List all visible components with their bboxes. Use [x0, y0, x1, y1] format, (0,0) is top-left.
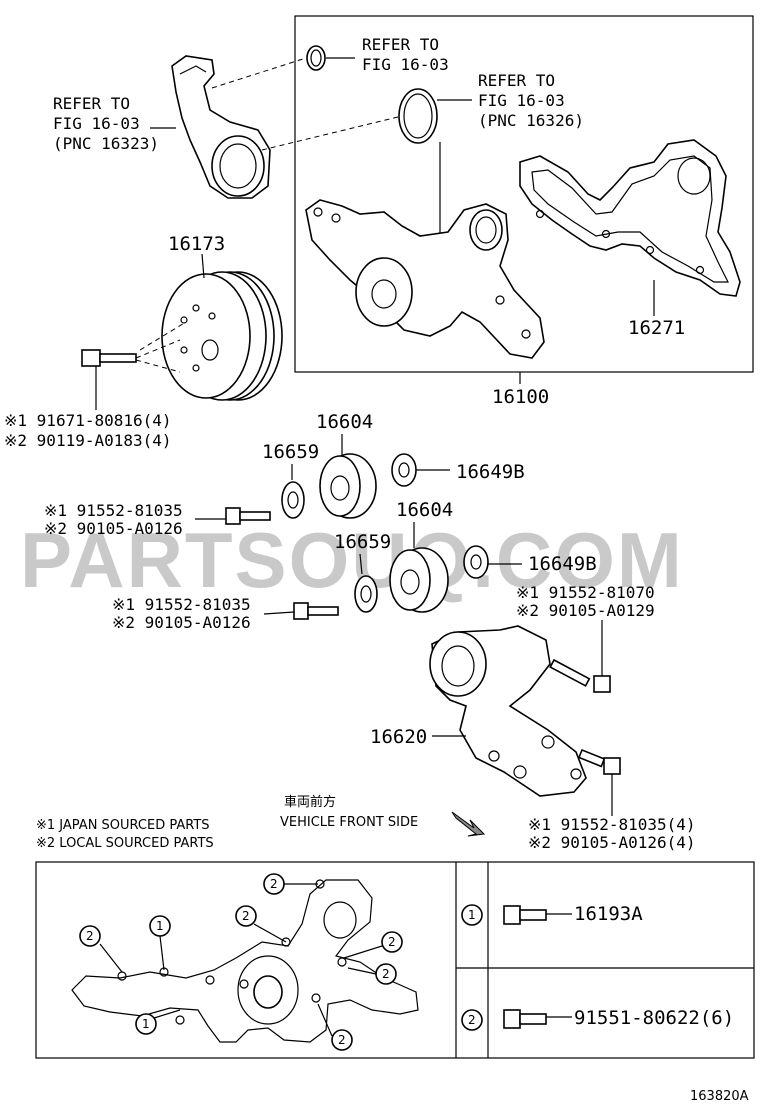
front-direction-arrow-icon [451, 811, 486, 837]
part-tensioner[interactable]: 16620 [370, 726, 427, 748]
refer-label-inlet-1[interactable]: REFER TO [53, 94, 130, 113]
callout-marker[interactable] [135, 1013, 157, 1035]
part-gasket[interactable]: 16271 [628, 317, 685, 339]
water-inlet-pipe[interactable] [171, 55, 271, 199]
part-pulley-bolt-2[interactable]: ※2 90119-A0183(4) [4, 431, 172, 450]
idler-pulley-top[interactable] [319, 453, 377, 519]
part-bolt-top-2[interactable]: ※2 90105-A0126 [44, 519, 183, 538]
water-pump-pulley[interactable] [161, 271, 283, 401]
tensioner-bolt[interactable] [549, 658, 611, 693]
part-pulley-bolt-1[interactable]: ※1 91671-80816(4) [4, 411, 172, 430]
callout-text: 2 [338, 1033, 346, 1047]
part-idler-bottom[interactable]: 16604 [396, 499, 453, 521]
part-pulley[interactable]: 16173 [168, 233, 225, 255]
part-cover-bottom[interactable]: 16659 [334, 531, 391, 553]
direction-jp: 車両前方 [284, 794, 336, 810]
pulley-bolt[interactable] [81, 349, 137, 367]
part-plate-top[interactable]: 16649B [456, 461, 525, 483]
gasket[interactable] [519, 139, 741, 297]
part-idler-top[interactable]: 16604 [316, 411, 373, 433]
bolt-table-part[interactable]: 91551-80622(6) [574, 1007, 734, 1029]
tensioner-bolts-4[interactable] [577, 748, 621, 775]
cover-plate-top[interactable] [281, 481, 305, 519]
diagram-code: 163820A [690, 1089, 749, 1104]
part-water-pump-assy[interactable]: 16100 [492, 386, 549, 408]
callout-marker[interactable] [235, 905, 257, 927]
small-oring[interactable] [306, 45, 326, 71]
callout-text: 2 [388, 935, 396, 949]
refer-label-small-2[interactable]: FIG 16-03 [362, 55, 449, 74]
refer-label-large-2[interactable]: FIG 16-03 [478, 91, 565, 110]
idler-bolt-top[interactable] [225, 507, 271, 525]
part-bolt-mid-2[interactable]: ※2 90105-A0126 [112, 613, 251, 632]
refer-label-large-1[interactable]: REFER TO [478, 71, 555, 90]
refer-label-inlet-3[interactable]: (PNC 16323) [53, 134, 159, 153]
part-tensioner-bolt-1[interactable]: ※1 91552-81070 [516, 583, 655, 602]
large-oring[interactable] [398, 88, 438, 144]
part-bolt-mid-1[interactable]: ※1 91552-81035 [112, 595, 251, 614]
plate-bottom[interactable] [463, 545, 489, 579]
callout-text: 2 [382, 967, 390, 981]
callout-text: 1 [156, 919, 164, 933]
refer-label-small-1[interactable]: REFER TO [362, 35, 439, 54]
water-pump-body[interactable] [305, 199, 545, 359]
part-tensioner-bolt-2[interactable]: ※2 90105-A0129 [516, 601, 655, 620]
water-pump-assy-box [294, 15, 754, 373]
part-tensioner-bolts-1[interactable]: ※1 91552-81035(4) [528, 815, 696, 834]
callout-text: 2 [270, 877, 278, 891]
plate-top[interactable] [391, 453, 417, 487]
detail-pump-outline [71, 879, 419, 1043]
detail-box [35, 861, 755, 1059]
part-cover-top[interactable]: 16659 [262, 441, 319, 463]
part-bolt-top-1[interactable]: ※1 91552-81035 [44, 501, 183, 520]
callout-text: 1 [142, 1017, 150, 1031]
callout-text: 2 [86, 929, 94, 943]
refer-label-large-3[interactable]: (PNC 16326) [478, 111, 584, 130]
callout-text: 2 [242, 909, 250, 923]
callout-marker[interactable] [331, 1029, 353, 1051]
direction-en: VEHICLE FRONT SIDE [280, 815, 418, 830]
part-plate-bottom[interactable]: 16649B [528, 553, 597, 575]
bolt-table-marker: 1 [468, 908, 476, 922]
legend-local: ※2 LOCAL SOURCED PARTS [36, 836, 214, 851]
belt-tensioner[interactable] [429, 625, 587, 797]
part-tensioner-bolts-2[interactable]: ※2 90105-A0126(4) [528, 833, 696, 852]
bolt-table-part[interactable]: 16193A [574, 903, 643, 925]
bolt-table-marker: 2 [468, 1013, 476, 1027]
refer-label-inlet-2[interactable]: FIG 16-03 [53, 114, 140, 133]
callout-marker[interactable] [381, 931, 403, 953]
watermark: PARTSOUQ.COM [20, 516, 684, 604]
legend-japan: ※1 JAPAN SOURCED PARTS [36, 818, 210, 833]
idler-pulley-bottom[interactable] [389, 547, 449, 613]
callout-group: 2 1 2 2 2 2 1 2 [79, 873, 403, 1051]
callout-marker[interactable] [79, 925, 101, 947]
idler-bolt-mid[interactable] [293, 602, 339, 620]
cover-plate-bottom[interactable] [354, 575, 378, 613]
bolt-table-row-2[interactable]: 2 91551-80622(6) [461, 1007, 734, 1031]
bolt-table-row-1[interactable]: 1 16193A [461, 903, 643, 926]
